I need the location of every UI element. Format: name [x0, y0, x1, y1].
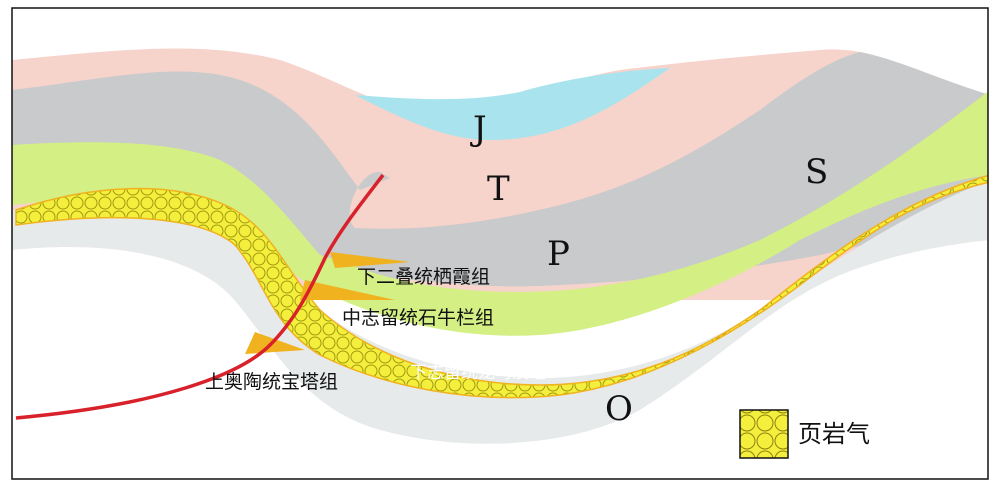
frame-border	[11, 7, 989, 480]
label-shiniulan: 中志留统石牛栏组	[342, 307, 494, 329]
layer-P	[12, 52, 988, 287]
legend-swatch-shale	[739, 409, 789, 459]
legend: 页岩气	[739, 409, 870, 459]
label-qixia: 下二叠统栖霞组	[357, 266, 490, 288]
label-P: P	[547, 234, 570, 274]
legend-label: 页岩气	[798, 420, 870, 448]
layer-J	[355, 68, 670, 140]
label-J: J	[470, 109, 487, 149]
label-longmaxi: 下志留统龙马溪组	[410, 363, 546, 383]
wedge-qixia	[330, 252, 410, 268]
wedge-shiniulan	[300, 280, 395, 300]
label-T: T	[487, 169, 510, 209]
label-baota: 上奥陶统宝塔组	[205, 371, 338, 393]
label-O: O	[605, 389, 633, 429]
wedge-baota	[245, 332, 305, 354]
fault-line	[15, 173, 385, 420]
label-S: S	[805, 152, 828, 192]
